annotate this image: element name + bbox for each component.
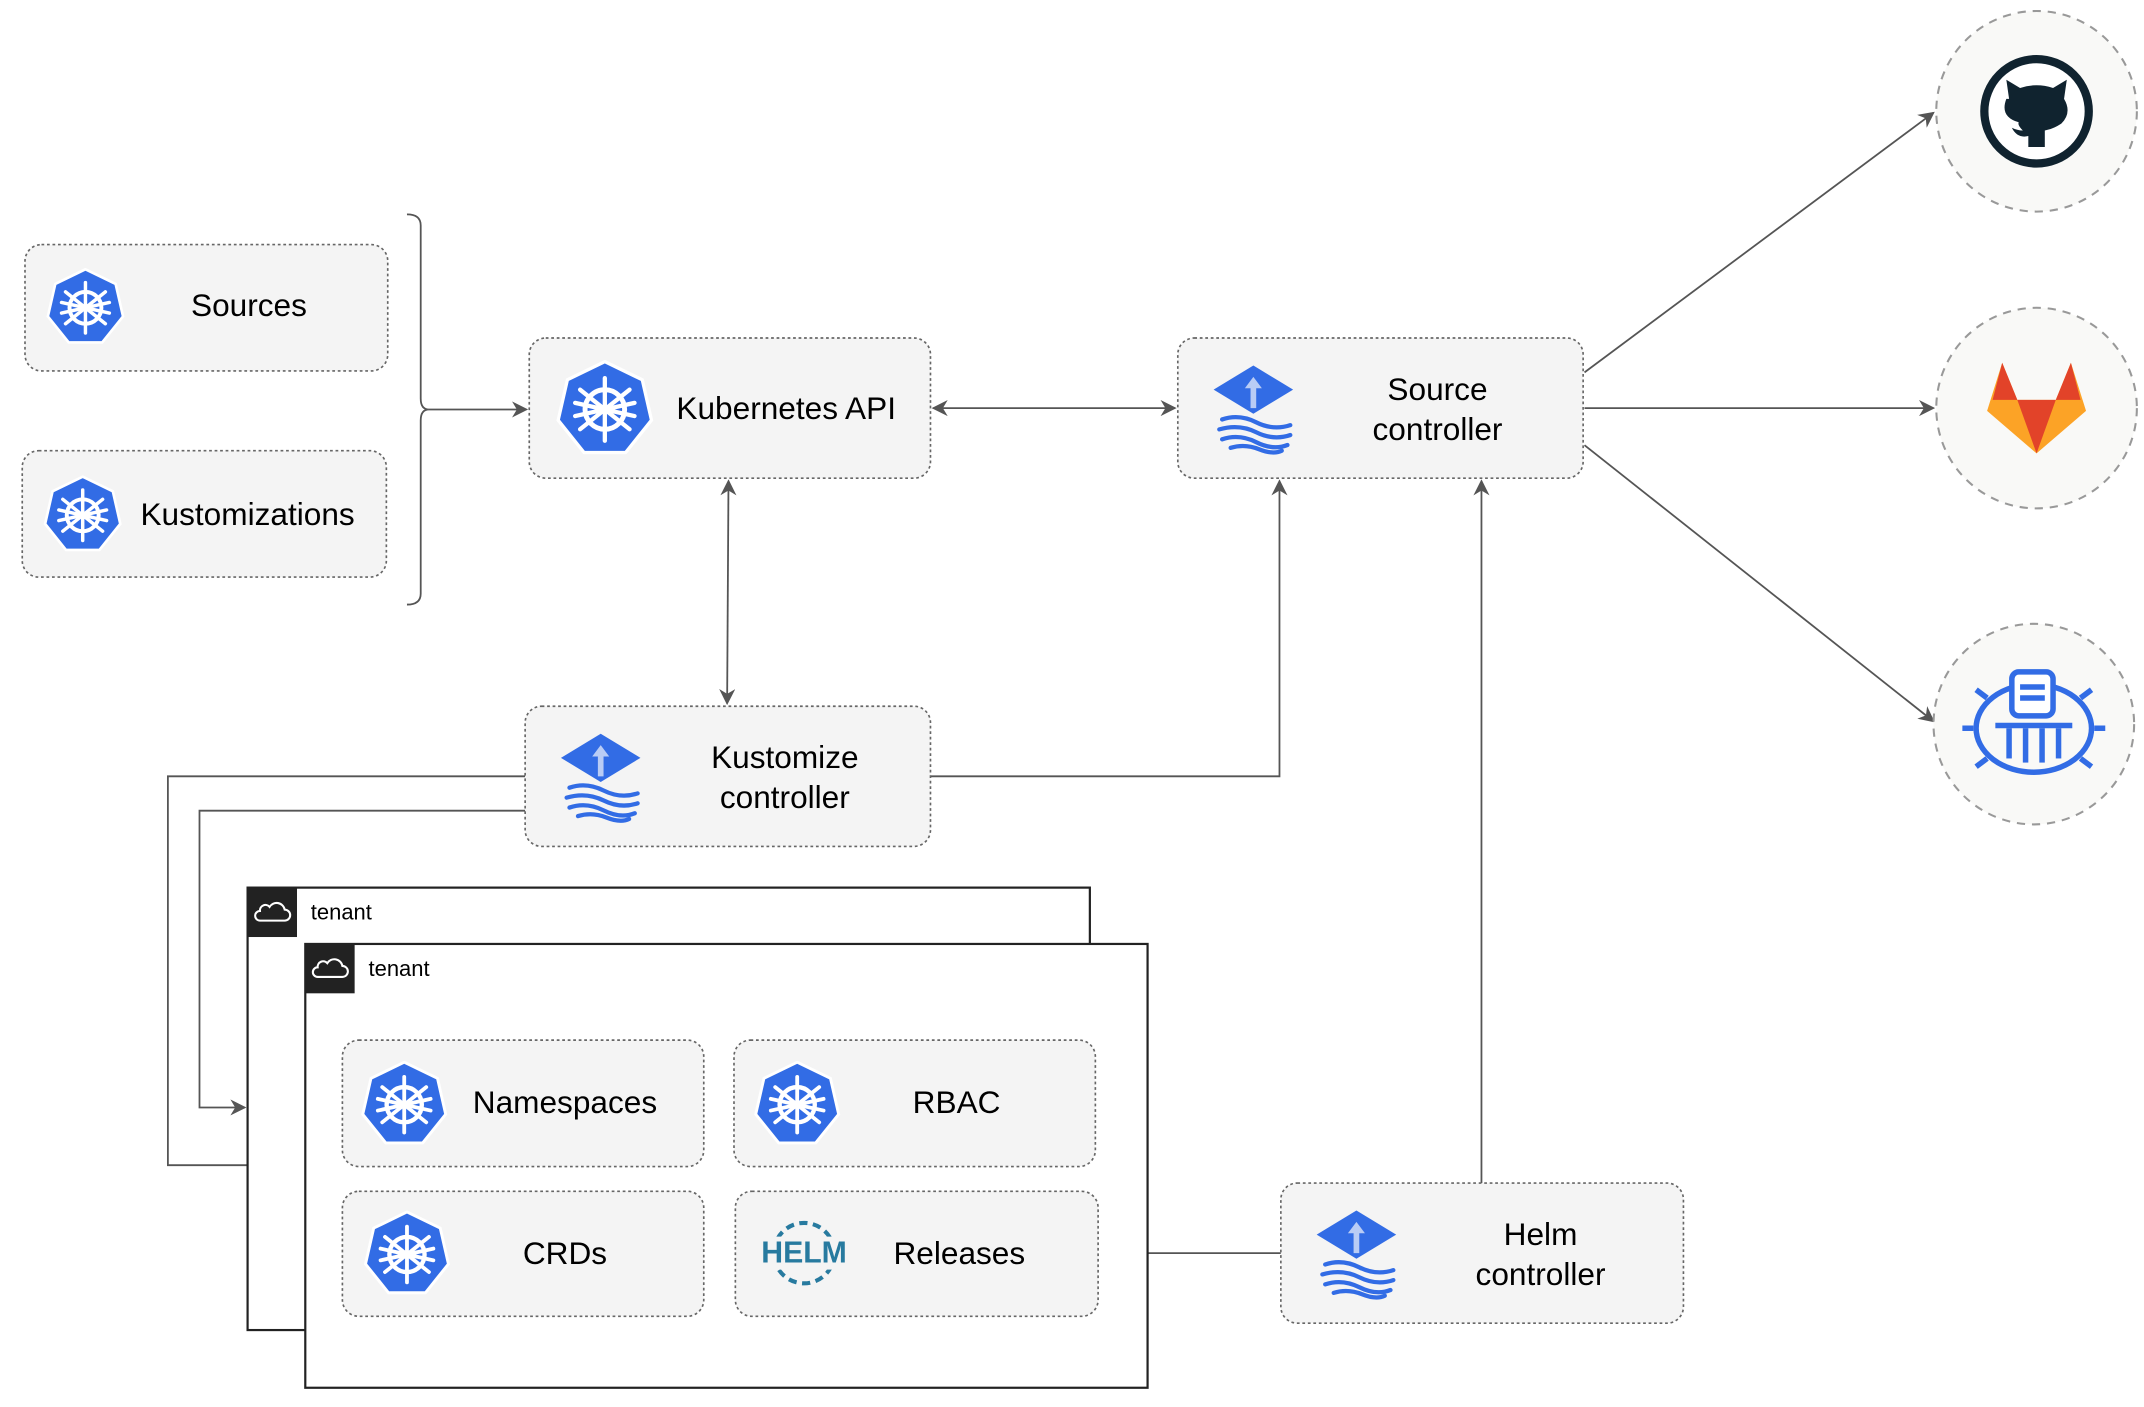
node-label-line1: Kustomize — [711, 739, 858, 775]
gitlab-icon — [1987, 362, 2087, 454]
node-kustomizations[interactable]: Kustomizations — [21, 449, 388, 578]
github-source[interactable] — [1935, 9, 2138, 213]
node-label-line2: controller — [720, 779, 850, 815]
node-rbac[interactable]: RBAC — [733, 1039, 1097, 1168]
edge-source-to-bucket — [1583, 444, 1935, 723]
node-releases[interactable]: HELM Releases — [734, 1190, 1099, 1318]
node-label-line1: Helm — [1504, 1216, 1578, 1252]
node-label-line2: controller — [1476, 1256, 1606, 1292]
node-label-line2: controller — [1373, 411, 1503, 447]
edge-kustomize-to-tenant-front — [166, 775, 526, 1174]
brace — [406, 213, 430, 606]
node-kustomize-controller[interactable]: Kustomize controller — [524, 705, 932, 848]
node-label: Namespaces — [473, 1084, 657, 1120]
cloud-icon — [305, 943, 355, 994]
helm-logo-text: HELM — [761, 1236, 847, 1269]
node-source-controller[interactable]: Source controller — [1176, 337, 1584, 479]
cloud-icon — [247, 887, 298, 938]
node-kubernetes-api[interactable]: Kubernetes API — [528, 337, 932, 479]
edge-api-kustomize-controller — [719, 479, 737, 706]
edge-kustomize-to-source — [930, 479, 1288, 778]
node-label: RBAC — [913, 1084, 1001, 1120]
node-label: Releases — [893, 1235, 1025, 1271]
node-label: Kustomizations — [140, 496, 354, 532]
node-sources[interactable]: Sources — [24, 243, 389, 372]
edge-kustomize-to-tenant-back — [198, 809, 526, 1116]
node-namespaces[interactable]: Namespaces — [341, 1039, 705, 1168]
node-crds[interactable]: CRDs — [341, 1190, 705, 1318]
bucket-source[interactable] — [1932, 622, 2136, 826]
github-icon — [1980, 54, 2093, 168]
tenant-front[interactable]: tenant Namespaces RBAC CRDs HELM Release… — [304, 942, 1149, 1389]
bucket-icon — [1962, 669, 2106, 775]
helm-icon: HELM — [757, 1220, 851, 1286]
edge-source-to-github — [1583, 111, 1935, 374]
gitlab-source[interactable] — [1935, 306, 2138, 510]
node-label-line1: Source — [1387, 371, 1487, 407]
tenant-label: tenant — [311, 900, 372, 925]
node-label: Sources — [191, 287, 307, 323]
node-label: CRDs — [523, 1235, 607, 1271]
tenant-label: tenant — [369, 956, 430, 981]
node-helm-controller[interactable]: Helm controller — [1280, 1182, 1685, 1325]
node-label: Kubernetes API — [676, 390, 896, 426]
